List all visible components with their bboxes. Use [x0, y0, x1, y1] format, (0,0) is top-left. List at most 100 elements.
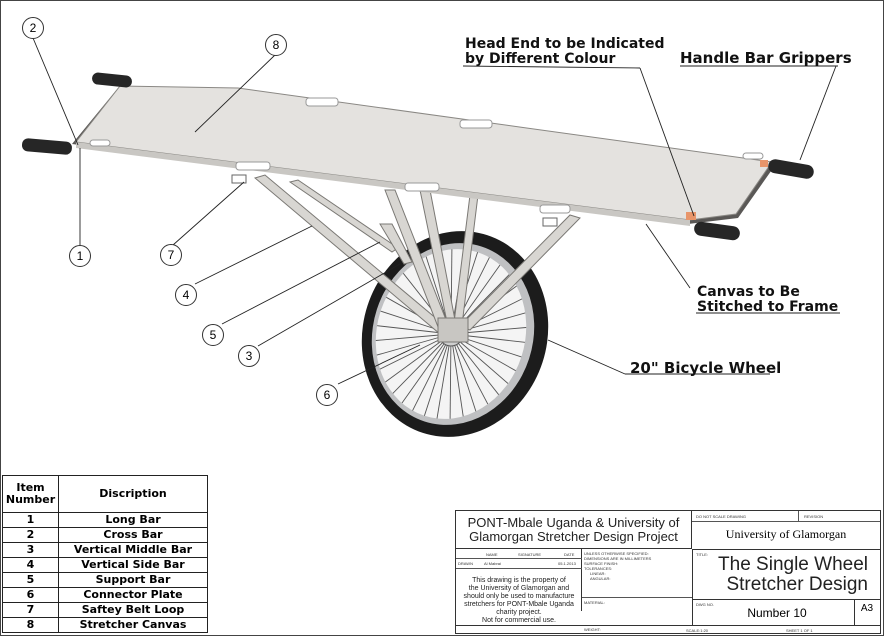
wheel-spoke: [436, 333, 452, 419]
notice-line: Not for commercial use.: [482, 617, 556, 624]
notice-line: charity project.: [496, 609, 542, 616]
callout-canvas-stitched: Canvas to Be Stitched to Frame: [697, 285, 838, 315]
drawn-name: Al Mabrai: [484, 561, 501, 566]
item-description: Connector Plate: [58, 587, 208, 603]
callout-head-end-line2: by Different Colour: [465, 51, 616, 67]
parts-table-header: Item Number Discription: [2, 475, 208, 513]
spec-line: ANGULAR:: [590, 576, 611, 581]
bubble-5: 5: [202, 324, 224, 346]
notice-line: stretchers for PONT-Mbale Uganda: [464, 601, 574, 608]
callout-canvas-line1: Canvas to Be: [697, 284, 800, 300]
dwg-number: Number 10: [747, 606, 807, 620]
spec-line: LINEAR:: [590, 571, 606, 576]
bubble-3: 3: [238, 345, 260, 367]
wheel-spoke: [450, 333, 464, 417]
callout-canvas-line2: Stitched to Frame: [697, 299, 839, 315]
dwg-no-label: DWG NO.: [696, 602, 714, 607]
name-label: NAME: [486, 552, 498, 557]
leader-lines: [32, 37, 840, 385]
header-description: Discription: [58, 475, 208, 513]
handle-bar-grippers: [21, 72, 814, 241]
signature-label: SIGNATURE: [518, 552, 542, 557]
item-description: Vertical Side Bar: [58, 557, 208, 573]
bubble-6: 6: [316, 384, 338, 406]
university-cell: DO NOT SCALE DRAWING REVISION University…: [692, 511, 880, 549]
title-label: TITLE:: [696, 552, 709, 557]
notice-line: the University of Glamorgan and: [468, 585, 570, 592]
wheel-spoke: [392, 333, 452, 394]
item-number: 4: [2, 557, 59, 573]
item-number: 7: [2, 602, 59, 618]
bubble-2: 2: [22, 17, 44, 39]
project-title: PONT-Mbale Uganda & University of Glamor…: [456, 511, 692, 549]
property-notice: This drawing is the property of the Univ…: [458, 577, 580, 625]
project-title-line2: Glamorgan Stretcher Design Project: [469, 529, 678, 544]
bubble-1: 1: [69, 245, 91, 267]
callout-handle-grippers: Handle Bar Grippers: [680, 49, 852, 67]
callout-bicycle-wheel: 20" Bicycle Wheel: [630, 359, 782, 377]
title-block: PONT-Mbale Uganda & University of Glamor…: [455, 510, 881, 634]
do-not-scale-label: DO NOT SCALE DRAWING: [696, 514, 747, 519]
spec-line: UNLESS OTHERWISE SPECIFIED:: [584, 551, 649, 556]
drawing-title: The Single Wheel Stretcher Design: [692, 555, 868, 595]
item-description: Support Bar: [58, 572, 208, 588]
notice-line: This drawing is the property of: [472, 577, 566, 584]
bubble-7: 7: [160, 244, 182, 266]
sheet-label: SHEET 1 OF 1: [786, 628, 813, 633]
project-title-line1: PONT-Mbale Uganda & University of: [467, 515, 680, 530]
callout-head-end: Head End to be Indicated by Different Co…: [465, 37, 665, 67]
item-number: 3: [2, 542, 59, 558]
date-label: DATE: [564, 552, 575, 557]
drawn-label: DRAWN: [458, 561, 473, 566]
wheel-spoke: [423, 333, 452, 416]
wheel-spoke: [450, 333, 489, 405]
revision-label: REVISION: [804, 514, 824, 519]
spec-line: SURFACE FINISH:: [584, 561, 619, 566]
material-label: MATERIAL:: [584, 600, 605, 605]
notice-line: should only be used to manufacture: [463, 593, 575, 600]
scale-label: SCALE:1:20: [686, 628, 709, 633]
item-number: 1: [2, 512, 59, 528]
header-item-number: Item Number: [2, 475, 59, 513]
wheel-spoke: [450, 333, 477, 412]
item-description: Saftey Belt Loop: [58, 602, 208, 618]
wheel-spoke: [449, 333, 452, 419]
drawing-title-line1: The Single Wheel: [718, 554, 868, 575]
stretcher-canvas: [72, 85, 776, 227]
drawn-section: NAME SIGNATURE DATE DRAWN Al Mabrai 05.1…: [456, 549, 582, 611]
item-description: Stretcher Canvas: [58, 617, 208, 633]
wheel-spoke: [412, 333, 452, 411]
sheet-size: A3: [860, 603, 874, 614]
university-name: University of Glamorgan: [725, 527, 847, 541]
item-number: 6: [2, 587, 59, 603]
bubble-8: 8: [265, 34, 287, 56]
wheel-spoke: [450, 333, 500, 395]
item-number: 5: [2, 572, 59, 588]
item-description: Long Bar: [58, 512, 208, 528]
spec-line: TOLERANCES:: [584, 566, 613, 571]
bubble-4: 4: [175, 284, 197, 306]
frame-legs: [253, 174, 581, 343]
wheel-spoke: [401, 333, 452, 404]
item-description: Vertical Middle Bar: [58, 542, 208, 558]
item-number: 2: [2, 527, 59, 543]
drawn-date: 05.1.2013: [558, 561, 576, 566]
item-description: Cross Bar: [58, 527, 208, 543]
drawing-title-line2: Stretcher Design: [726, 574, 868, 595]
weight-label: WEIGHT:: [584, 627, 601, 632]
spec-line: DIMENSIONS ARE IN MILLIMETERS: [584, 556, 652, 561]
specification-notes: UNLESS OTHERWISE SPECIFIED: DIMENSIONS A…: [584, 551, 692, 601]
callout-head-end-line1: Head End to be Indicated: [465, 36, 665, 52]
item-number: 8: [2, 617, 59, 633]
